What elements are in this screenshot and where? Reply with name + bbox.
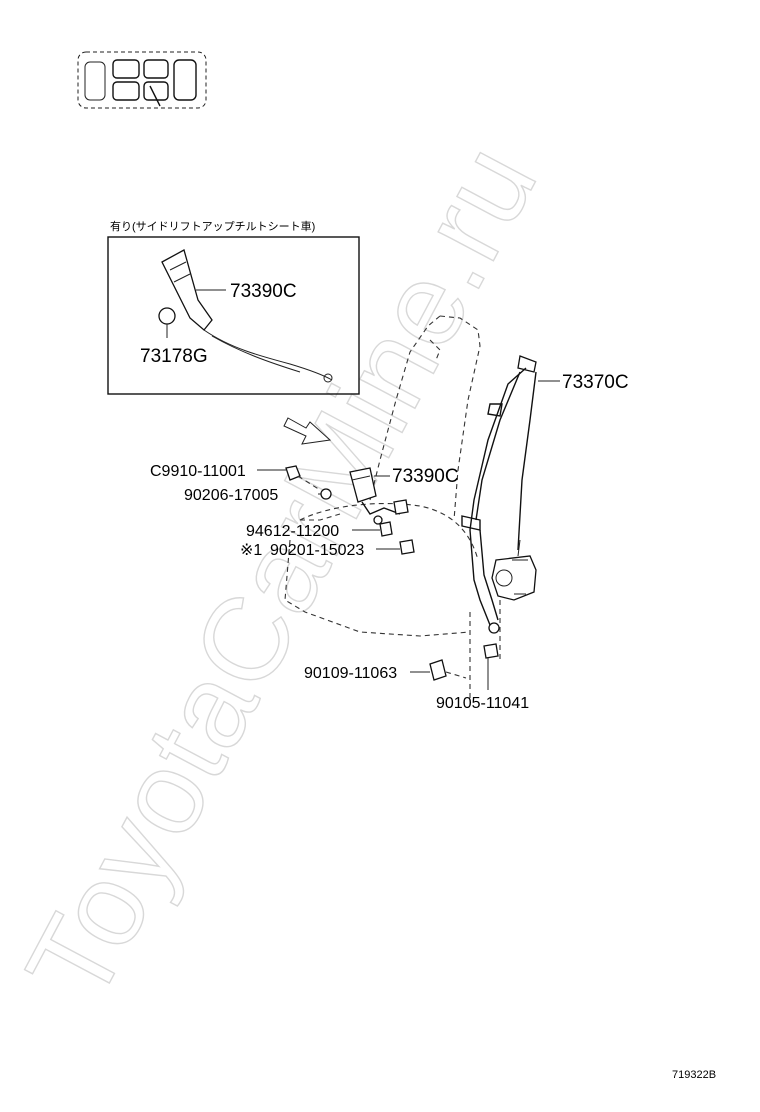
label-bolt-90105: 90105-11041 bbox=[436, 695, 529, 712]
inset-cap-part bbox=[158, 307, 176, 325]
fastener-bolt-90109 bbox=[429, 659, 467, 681]
fastener-nut-90201 bbox=[399, 539, 415, 555]
watermark-text: ToyotaCarMine.ru bbox=[1, 124, 562, 1022]
inset-box: 有り(サイドリフトアップチルトシート車) 73390C 73178G bbox=[107, 219, 360, 395]
diagram-code: 719322B bbox=[672, 1069, 716, 1081]
fastener-spacer-94612 bbox=[379, 521, 393, 537]
inset-caption: 有り(サイドリフトアップチルトシート車) bbox=[110, 219, 315, 233]
arrow-icon bbox=[283, 417, 332, 445]
fastener-bolt-90105 bbox=[483, 643, 499, 659]
seat-outline bbox=[284, 315, 481, 700]
inset-buckle-label: 73390C bbox=[230, 281, 297, 302]
seat-buckle-assembly bbox=[300, 467, 409, 525]
label-nut-90201: 90201-15023 bbox=[270, 542, 364, 559]
vehicle-seat-icon bbox=[77, 51, 207, 109]
label-washer-90206: 90206-17005 bbox=[184, 487, 278, 504]
fastener-bolt-c9910 bbox=[285, 465, 321, 491]
label-bolt-c9910: C9910-11001 bbox=[150, 463, 246, 480]
label-spacer-94612: 94612-11200 bbox=[246, 523, 339, 540]
inset-cap-label: 73178G bbox=[140, 346, 208, 367]
retractor-belt-assembly bbox=[461, 355, 537, 660]
label-buckle: 73390C bbox=[392, 466, 459, 487]
fastener-washer-90206 bbox=[320, 488, 332, 500]
label-nut-marker: ※1 bbox=[240, 542, 262, 559]
label-retractor-belt: 73370C bbox=[562, 372, 629, 393]
inset-buckle-part bbox=[161, 249, 213, 331]
label-bolt-90109: 90109-11063 bbox=[304, 665, 397, 682]
